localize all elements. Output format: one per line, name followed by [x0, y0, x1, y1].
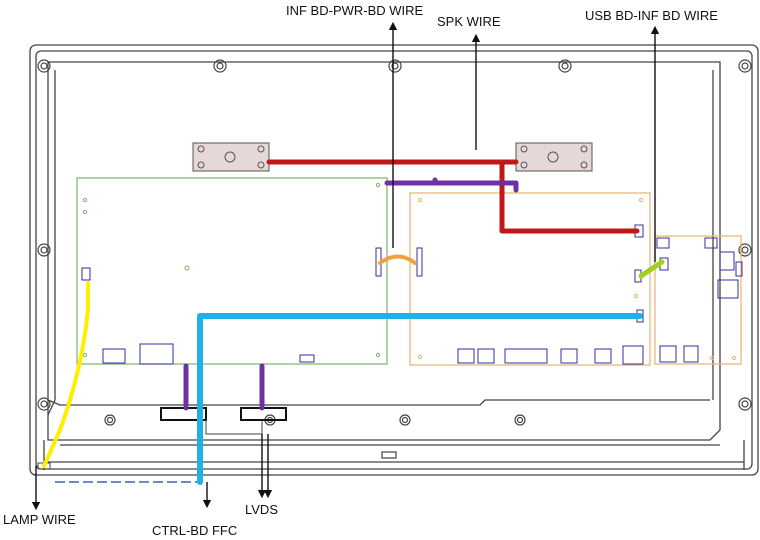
label-inf-pwr-wire: INF BD-PWR-BD WIRE	[286, 3, 424, 18]
label-spk-wire: SPK WIRE	[437, 14, 501, 29]
speaker-right	[515, 142, 593, 172]
wires	[42, 159, 665, 485]
inf-board	[76, 177, 388, 365]
leader-lines	[31, 21, 660, 511]
speaker-left	[192, 142, 270, 172]
lamp-wire	[42, 281, 90, 468]
lamp-connector-strip	[37, 462, 200, 483]
usb-board	[654, 235, 743, 365]
usb-wire	[638, 259, 665, 279]
label-ctrl-ffc: CTRL-BD FFC	[152, 523, 237, 538]
label-usb-inf-wire: USB BD-INF BD WIRE	[585, 8, 718, 23]
ctrl-ffc-wire	[197, 313, 643, 485]
power-board	[409, 192, 651, 366]
orange-wire	[378, 254, 417, 265]
spk-wire	[266, 159, 640, 234]
inf-pwr-wire	[384, 177, 519, 193]
lvds-connectors	[160, 407, 287, 435]
label-lamp-wire: LAMP WIRE	[3, 512, 76, 527]
chassis-frame	[29, 44, 759, 476]
label-lvds: LVDS	[245, 502, 278, 517]
mounting-holes	[37, 59, 752, 459]
